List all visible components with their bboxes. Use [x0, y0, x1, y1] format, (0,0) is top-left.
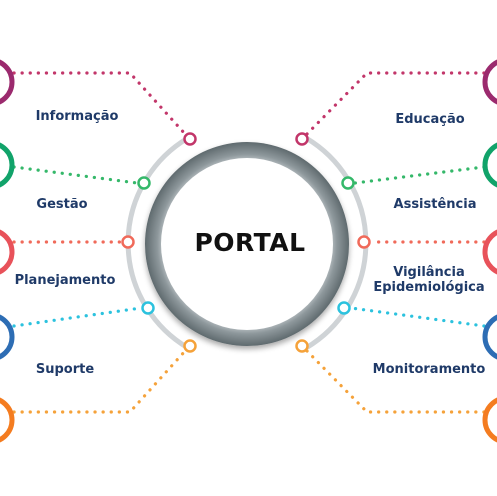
- right-node-3: [337, 301, 351, 315]
- right-node-1: [341, 176, 355, 190]
- right-connector-1: [353, 165, 486, 185]
- left-node-0: [183, 132, 197, 146]
- left-node-1: [137, 176, 151, 190]
- left-edge-circle-3: [0, 314, 15, 360]
- right-edge-circle-1: [482, 142, 497, 188]
- left-edge-circle-1: [0, 142, 15, 188]
- center-title: PORTAL: [194, 228, 306, 257]
- connector-nodes: [121, 132, 371, 353]
- right-label-3: Monitoramento: [372, 362, 486, 377]
- left-connector-1: [12, 165, 139, 185]
- right-edge-circle-0: [482, 59, 497, 105]
- left-connector-4: [12, 348, 188, 414]
- right-node-4: [295, 339, 309, 353]
- left-edge-circle-0: [0, 59, 15, 105]
- connector-lines: [12, 71, 486, 414]
- left-connector-0: [12, 71, 188, 137]
- right-label-1: Assistência: [393, 197, 477, 212]
- left-node-2: [121, 235, 135, 249]
- right-node-0: [295, 132, 309, 146]
- right-connector-3: [349, 306, 486, 328]
- edge-circles: [0, 59, 497, 443]
- left-node-4: [183, 339, 197, 353]
- right-edge-circle-2: [482, 229, 497, 275]
- left-label-2: Planejamento: [14, 273, 116, 288]
- center-circle: [145, 142, 349, 346]
- left-label-1: Gestão: [36, 197, 88, 212]
- right-edge-circle-3: [482, 314, 497, 360]
- right-connector-4: [304, 348, 486, 414]
- left-label-0: Informação: [35, 109, 119, 124]
- right-connector-0: [304, 71, 486, 137]
- left-connector-3: [12, 306, 143, 328]
- right-edge-circle-4: [482, 397, 497, 443]
- left-label-3: Suporte: [35, 362, 95, 377]
- right-label-0: Educação: [395, 112, 465, 127]
- right-node-2: [357, 235, 371, 249]
- left-node-3: [141, 301, 155, 315]
- left-edge-circle-4: [0, 397, 15, 443]
- left-edge-circle-2: [0, 229, 15, 275]
